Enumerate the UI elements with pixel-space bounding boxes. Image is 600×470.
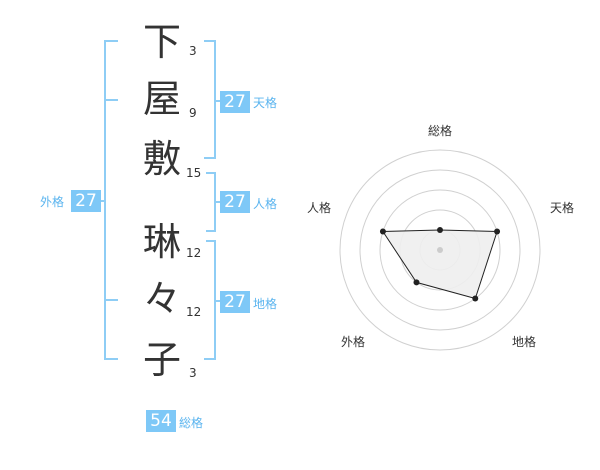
- tenkaku-label: 天格: [253, 96, 278, 110]
- gaikaku-label: 外格: [40, 195, 65, 209]
- radar-points: [379, 227, 501, 302]
- radar-point-4: [413, 279, 420, 286]
- name-char-5: 々: [142, 277, 181, 321]
- name-char-2: 屋: [142, 77, 181, 121]
- name-char-4: 琳: [142, 220, 181, 264]
- name-char-1: 下: [142, 20, 181, 64]
- name-char-3: 敷: [142, 137, 181, 181]
- stroke-count-1: 3: [189, 44, 197, 58]
- radar-label-chikaku: 地格: [512, 335, 537, 349]
- gaikaku-badge: 27: [71, 190, 101, 212]
- stroke-count-6: 3: [189, 366, 197, 380]
- radar-ring-4: [359, 169, 521, 331]
- radar-shape: [381, 229, 498, 300]
- stroke-count-3: 15: [186, 166, 202, 180]
- radar-center-dot: [437, 247, 443, 253]
- tenkaku-badge: 27: [220, 91, 250, 113]
- chikaku-label: 地格: [253, 297, 278, 311]
- jinkaku-label: 人格: [253, 197, 278, 211]
- soukaku-badge: 54: [146, 410, 176, 432]
- radar-point-5: [379, 228, 386, 235]
- radar-point-2: [494, 228, 501, 235]
- soukaku-label: 総格: [179, 416, 204, 430]
- chikaku-badge: 27: [220, 291, 250, 313]
- radar-point-1: [437, 227, 443, 233]
- name-char-6: 子: [142, 338, 181, 382]
- stroke-count-2: 9: [189, 106, 197, 120]
- jinkaku-badge: 27: [220, 191, 250, 213]
- radar-label-jinkaku: 人格: [307, 201, 332, 215]
- radar-label-soukaku: 総格: [428, 124, 453, 138]
- radar-ring-3: [379, 189, 501, 311]
- radar-point-3: [472, 295, 479, 302]
- radar-label-gaikaku: 外格: [341, 335, 366, 349]
- stroke-count-4: 12: [186, 246, 202, 260]
- radar-label-tenkaku: 天格: [550, 201, 575, 215]
- radar-ring-5: [339, 149, 541, 351]
- stroke-count-5: 12: [186, 305, 202, 319]
